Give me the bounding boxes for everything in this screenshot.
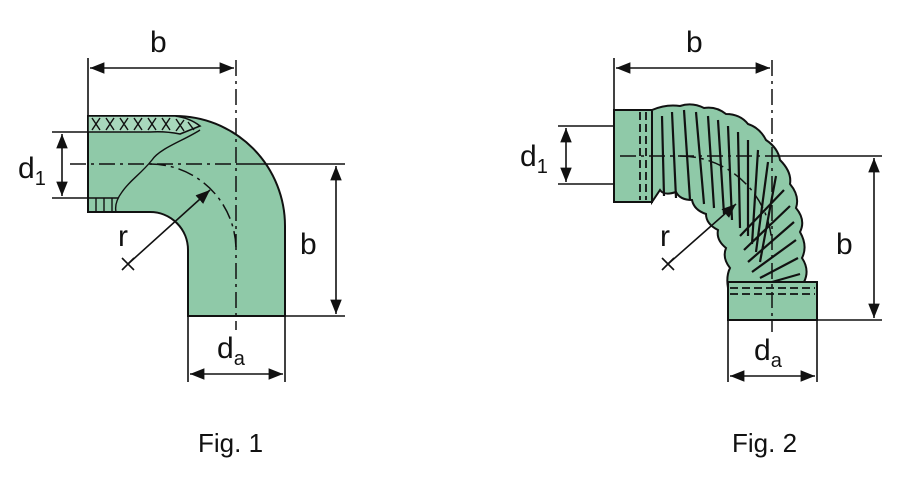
fig2-corrugated-bend <box>651 103 808 290</box>
fig1-radius-center-mark <box>121 257 135 271</box>
fig1-label-d1: d1 <box>18 152 46 190</box>
fig2-radius-center-mark <box>661 257 675 271</box>
fig1-label-da-sub: a <box>234 348 246 370</box>
fig1-label-d1-sub: 1 <box>35 168 46 190</box>
fig1-braid-band <box>87 115 202 135</box>
fig1-label-d1-main: d <box>18 152 35 185</box>
fig1-end-rings <box>88 197 118 212</box>
fig2-label-d1: d1 <box>520 140 548 178</box>
fig1-braid-pattern <box>91 117 195 132</box>
fig1-cutaway-edge <box>114 129 201 213</box>
fig1-label-b-side: b <box>300 228 317 261</box>
fig2-centerline-arc <box>679 155 773 249</box>
fig2-label-d1-main: d <box>520 140 537 173</box>
fig2-inlet-dash <box>639 112 647 200</box>
fig1-radius-line <box>127 189 211 265</box>
figure-1: b d1 b r da Fig. 1 <box>18 26 345 458</box>
fig2-label-d1-sub: 1 <box>537 156 548 178</box>
fig2-label-da-main: d <box>754 334 771 367</box>
fig1-label-r: r <box>118 220 128 253</box>
fig2-label-da-sub: a <box>771 350 783 372</box>
fig1-centerline-arc <box>149 163 237 251</box>
fig1-label-da: da <box>217 332 246 370</box>
fig2-radius-line <box>667 203 737 265</box>
fig1-label-da-main: d <box>217 332 234 365</box>
fig1-label-b-top: b <box>150 26 167 59</box>
fig1-elbow-body <box>87 115 286 317</box>
fig2-label-b-top: b <box>686 26 703 59</box>
fig2-label-da: da <box>754 334 783 372</box>
fig2-label-b-side: b <box>836 228 853 261</box>
fig2-label-r: r <box>660 220 670 253</box>
fig1-caption: Fig. 1 <box>198 428 263 458</box>
figure-2: b d1 b r da Fig. 2 <box>520 26 882 458</box>
fig2-caption: Fig. 2 <box>732 428 797 458</box>
